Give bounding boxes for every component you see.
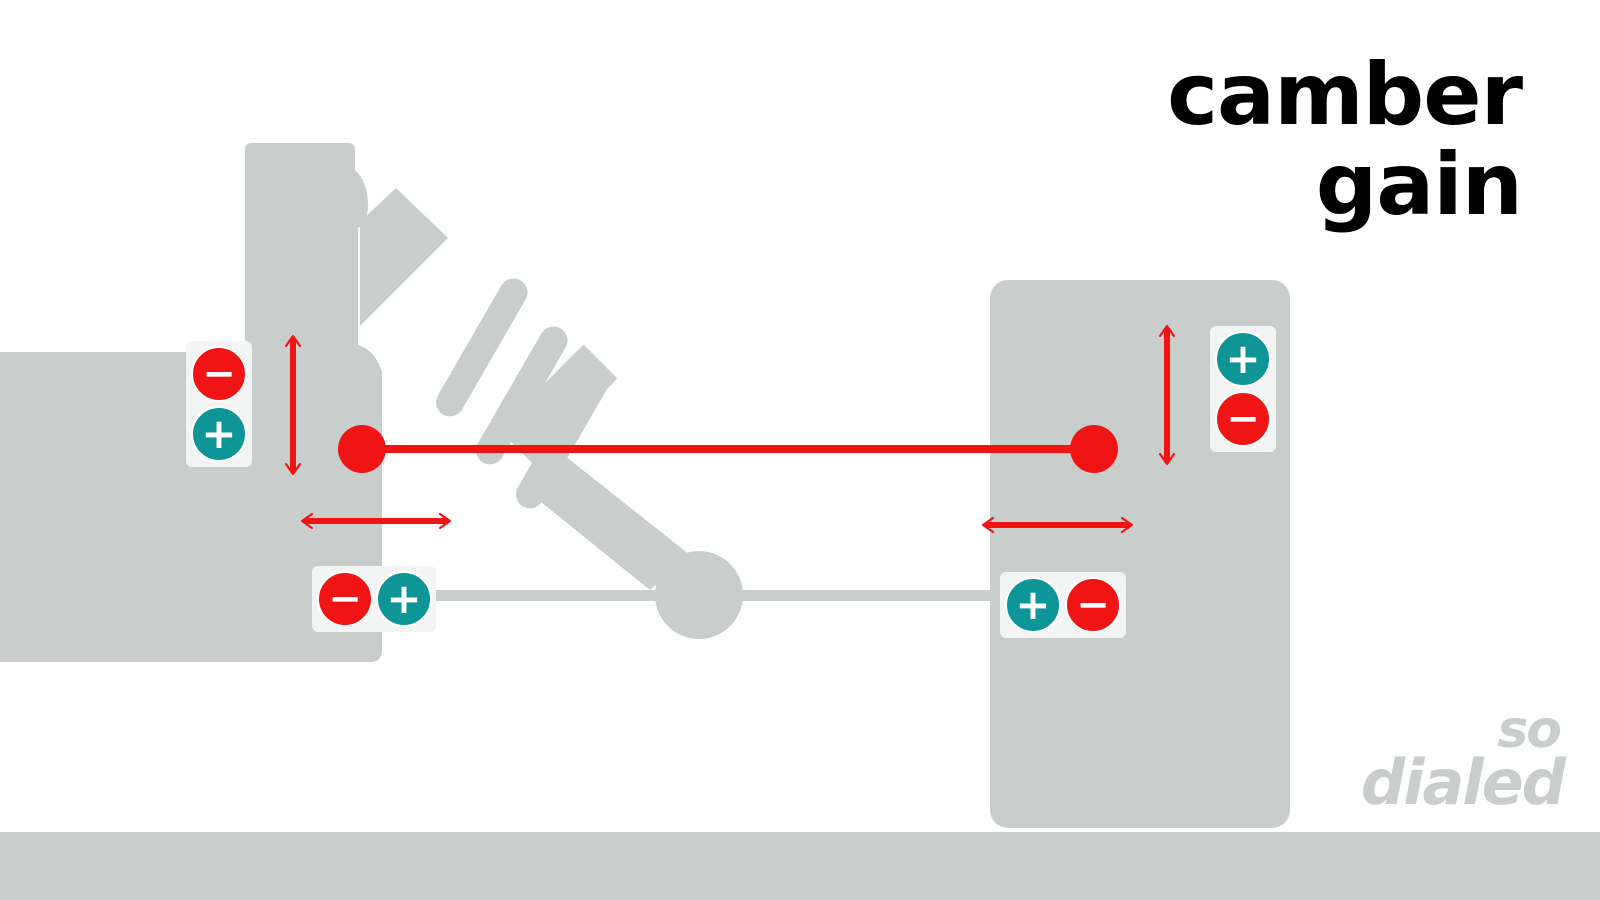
shock-body bbox=[498, 344, 618, 464]
spring-coil bbox=[476, 326, 568, 465]
minus-badge: − bbox=[1215, 391, 1271, 447]
plus-badge: + bbox=[191, 406, 247, 462]
upper-arm-frame-joint bbox=[338, 425, 386, 473]
minus-badge: − bbox=[191, 346, 247, 402]
plus-badge: + bbox=[1005, 577, 1061, 633]
shock-upper-mount bbox=[360, 188, 448, 326]
svg-text:+: + bbox=[201, 409, 236, 458]
svg-text:−: − bbox=[328, 576, 362, 622]
plus-badge: + bbox=[1215, 331, 1271, 387]
upper-arm-upright-joint bbox=[1070, 425, 1118, 473]
title-line-2: gain bbox=[1315, 135, 1523, 235]
svg-text:+: + bbox=[1015, 580, 1050, 629]
minus-badge: − bbox=[317, 571, 373, 627]
ground bbox=[0, 832, 1600, 900]
plus-badge: + bbox=[376, 571, 432, 627]
lower-arm-pivot bbox=[655, 551, 743, 639]
shock-rod bbox=[520, 452, 690, 590]
minus-badge: − bbox=[1065, 577, 1121, 633]
title-line-1: camber bbox=[1167, 45, 1523, 145]
svg-text:−: − bbox=[1076, 582, 1110, 628]
watermark-logo-line-1: so bbox=[1497, 700, 1562, 760]
svg-text:+: + bbox=[386, 574, 421, 623]
watermark-logo-line-2: dialed bbox=[1360, 746, 1566, 819]
svg-text:−: − bbox=[1226, 396, 1260, 442]
svg-text:+: + bbox=[1225, 334, 1260, 383]
spring-coil bbox=[436, 278, 528, 417]
shock-absorber bbox=[360, 188, 690, 590]
svg-text:−: − bbox=[202, 351, 236, 397]
